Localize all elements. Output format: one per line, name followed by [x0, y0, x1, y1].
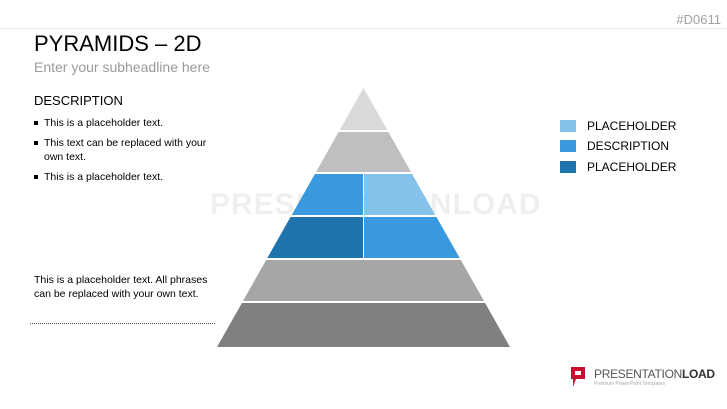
- dotted-divider: [30, 323, 215, 324]
- pyramid-level-1: [339, 88, 388, 130]
- bullet-list: This is a placeholder text. This text ca…: [34, 116, 224, 190]
- logo-icon: [571, 367, 585, 387]
- slide-code: #D0611: [676, 12, 721, 27]
- pyramid-level-5: [243, 260, 484, 301]
- legend-label: PLACEHOLDER: [587, 160, 677, 174]
- divider: [0, 28, 727, 29]
- logo-tagline: Premium PowerPoint Templates: [594, 381, 666, 387]
- pyramid-level-3-right: [364, 174, 436, 215]
- legend-item: PLACEHOLDER: [560, 119, 676, 133]
- pyramid-level-2: [316, 132, 411, 172]
- note-text: This is a placeholder text. All phrases …: [34, 274, 208, 300]
- logo: PRESENTATIONLOAD Premium PowerPoint Temp…: [570, 366, 715, 388]
- pyramid-level-4-right: [364, 217, 460, 258]
- legend-swatch: [560, 120, 576, 132]
- pyramid-level-6: [217, 303, 510, 347]
- legend-item: DESCRIPTION: [560, 139, 669, 153]
- subheadline: Enter your subheadline here: [34, 59, 210, 75]
- logo-name: PRESENTATIONLOAD: [594, 367, 715, 381]
- page-title: PYRAMIDS – 2D: [34, 31, 202, 56]
- bullet-item: This is a placeholder text.: [34, 170, 224, 184]
- legend-swatch: [560, 140, 576, 152]
- pyramid-level-3-left: [291, 174, 363, 215]
- pyramid-level-4-left: [267, 217, 363, 258]
- legend-item: PLACEHOLDER: [560, 160, 676, 174]
- legend-label: PLACEHOLDER: [587, 119, 677, 133]
- bullet-item: This text can be replaced with your own …: [34, 136, 224, 164]
- legend-label: DESCRIPTION: [587, 139, 670, 153]
- bullet-item: This is a placeholder text.: [34, 116, 224, 130]
- legend-swatch: [560, 161, 576, 173]
- description-heading: DESCRIPTION: [34, 93, 123, 108]
